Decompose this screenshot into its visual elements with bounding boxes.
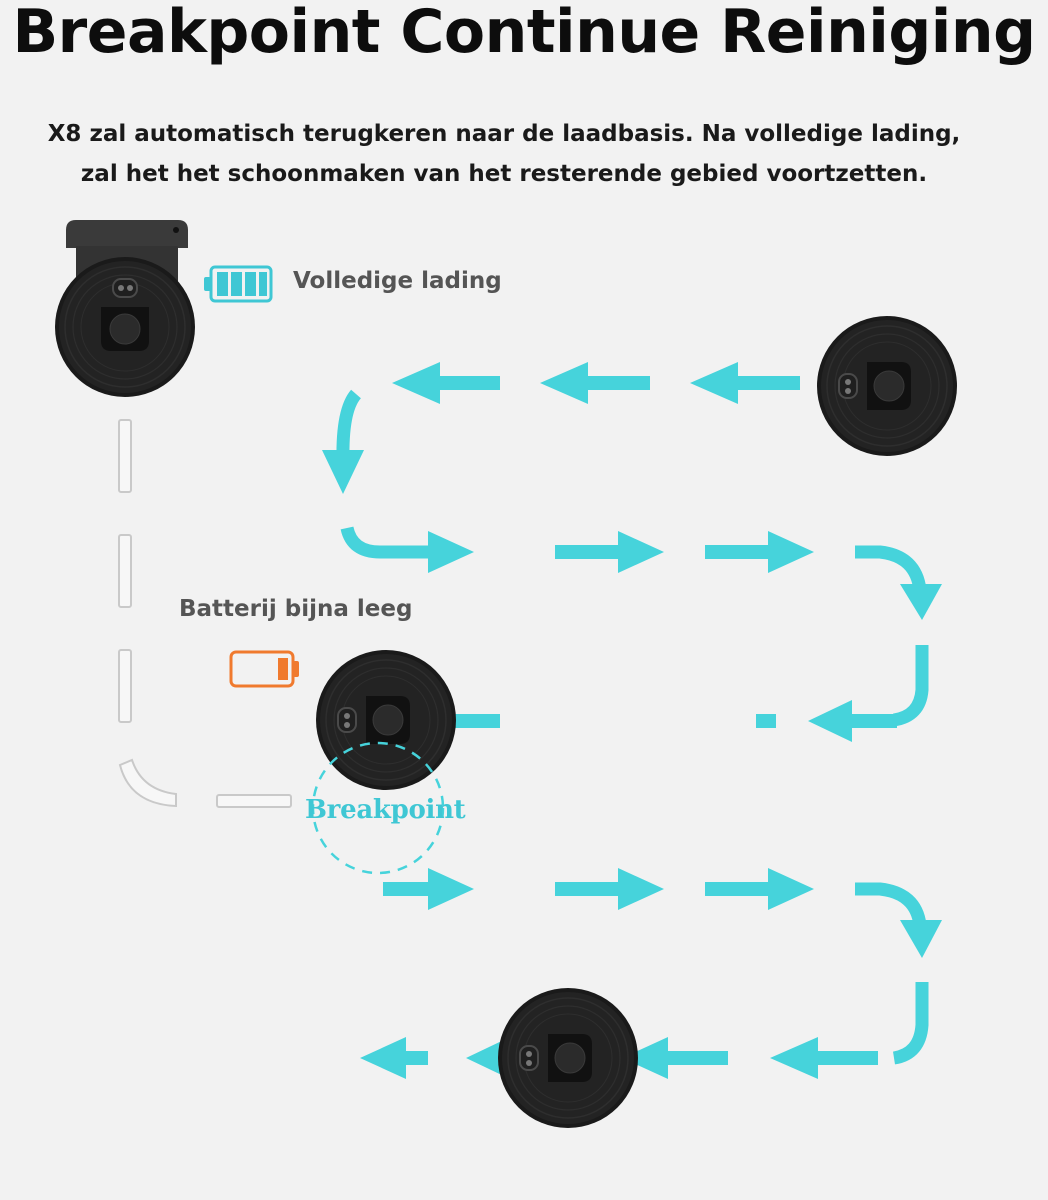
breakpoint-marker [311, 741, 445, 875]
robot-vacuum-icon [497, 987, 639, 1129]
subtitle: X8 zal automatisch terugkeren naar de la… [0, 114, 1008, 194]
cleaning-path-arrows [322, 362, 942, 1079]
breakpoint-label: Breakpoint [305, 795, 466, 825]
robot-vacuum-icon [315, 649, 457, 791]
robot-vacuum-icon [816, 315, 958, 457]
full-charge-label: Volledige lading [293, 268, 502, 294]
robot-vacuum-icon [54, 256, 196, 398]
subtitle-line-1: X8 zal automatisch terugkeren naar de la… [47, 121, 961, 147]
battery-full-icon [204, 265, 273, 303]
page-title: Breakpoint Continue Reiniging [12, 0, 1036, 67]
subtitle-line-2: zal het het schoonmaken van het resteren… [80, 161, 928, 187]
return-path [118, 419, 292, 808]
battery-low-icon [229, 650, 299, 688]
low-battery-label: Batterij bijna leeg [179, 596, 413, 622]
